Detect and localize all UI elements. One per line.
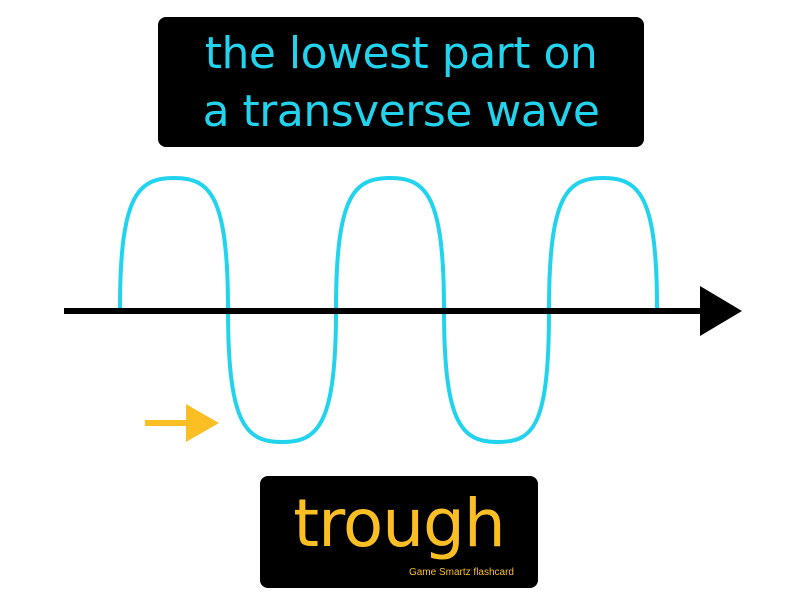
- definition-line-1: the lowest part on: [204, 28, 598, 79]
- definition-line-2: a transverse wave: [202, 86, 600, 137]
- term-word: trough: [293, 485, 506, 562]
- brand-label: Game Smartz flashcard: [408, 567, 514, 578]
- axis-arrowhead-icon: [700, 286, 742, 336]
- term-box: trough Game Smartz flashcard: [260, 476, 538, 588]
- wave-diagram: [64, 175, 742, 445]
- transverse-wave: [118, 175, 659, 445]
- pointer-arrow-icon: [145, 404, 219, 442]
- definition-box: the lowest part on a transverse wave: [158, 17, 644, 147]
